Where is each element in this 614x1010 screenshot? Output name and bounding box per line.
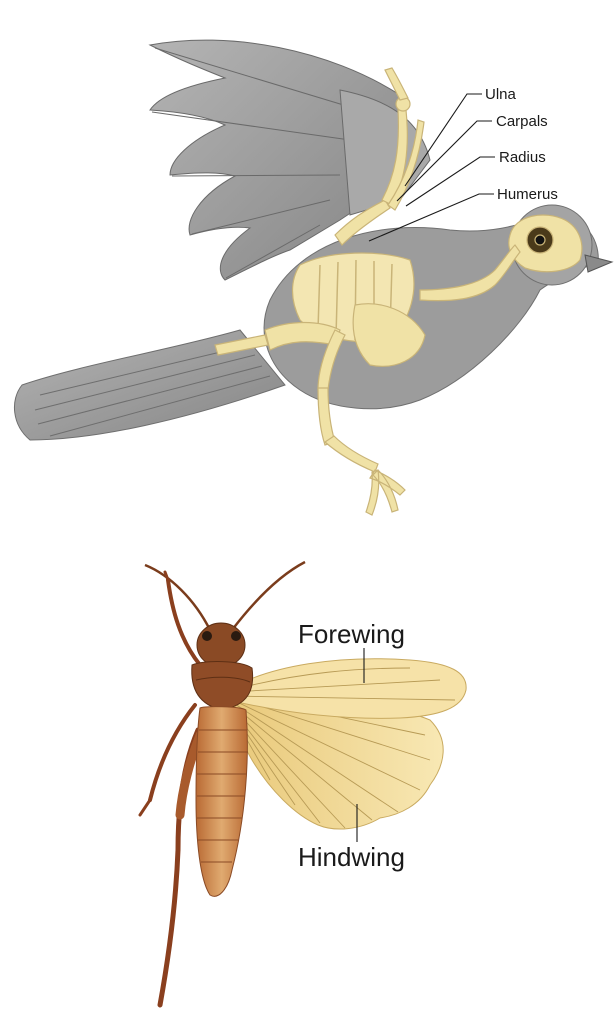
insect-illustration: Forewing Hindwing — [140, 562, 466, 1005]
label-ulna: Ulna — [485, 86, 517, 103]
label-humerus: Humerus — [497, 186, 558, 203]
bird-foot — [366, 470, 405, 515]
label-forewing: Forewing — [298, 619, 405, 649]
insect-head — [197, 623, 245, 667]
label-hindwing: Hindwing — [298, 842, 405, 872]
compound-eye-left — [202, 631, 212, 641]
insect-abdomen — [196, 707, 248, 897]
tarsometatarsus — [325, 436, 378, 472]
compound-eye-right — [231, 631, 241, 641]
insect-legs — [140, 572, 200, 1005]
bird-illustration: Ulna Carpals Radius Humerus — [14, 40, 612, 515]
label-radius: Radius — [499, 149, 546, 166]
label-carpals: Carpals — [496, 113, 548, 130]
